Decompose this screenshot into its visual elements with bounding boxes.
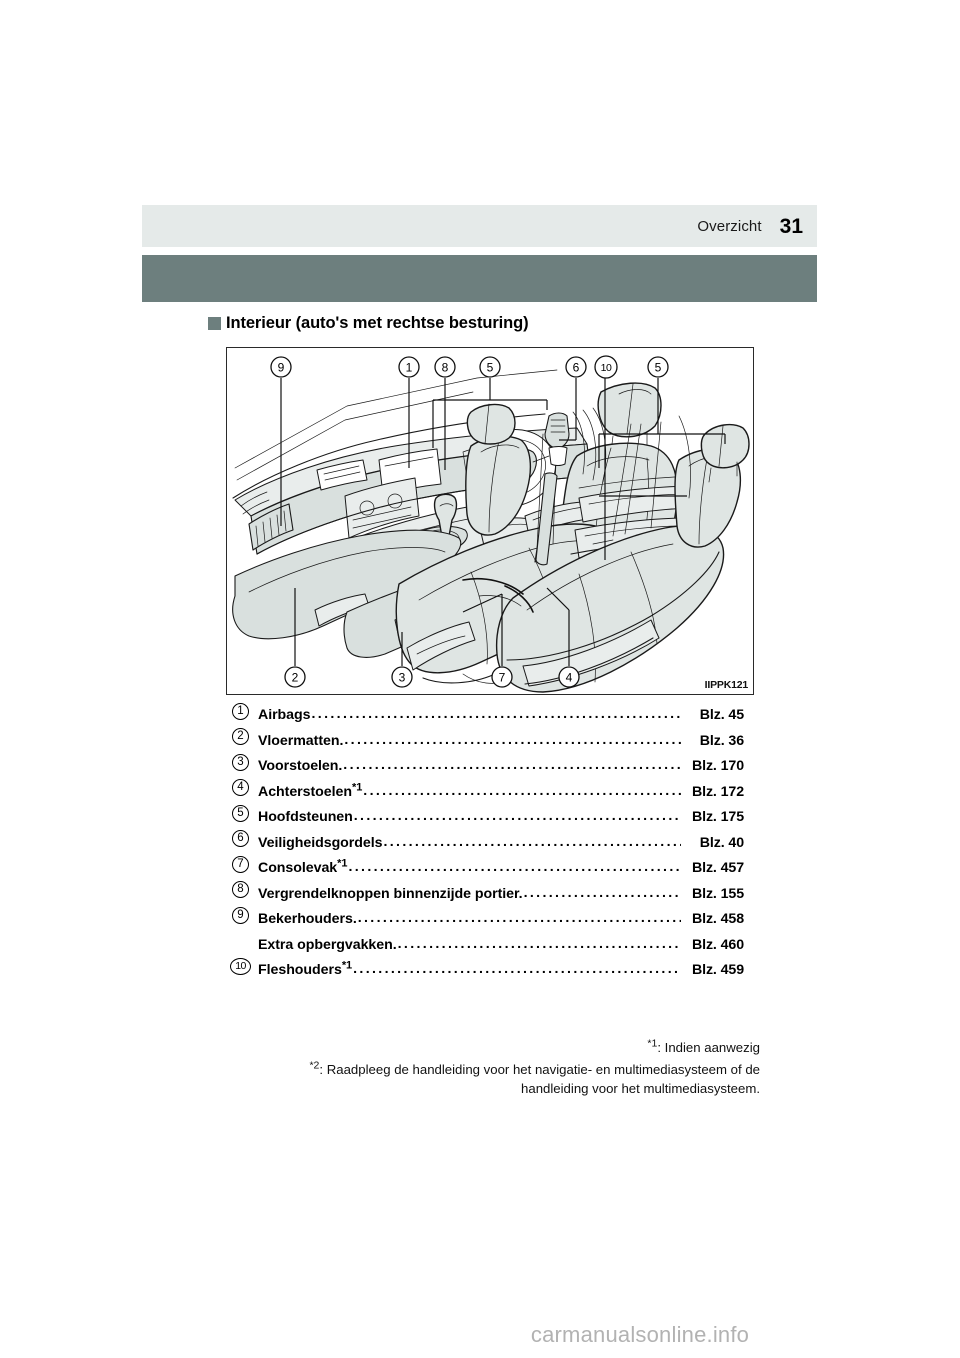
illustration-code: IIPPK121 bbox=[704, 679, 749, 691]
interior-illustration: .ln { fill:none; stroke:#1a1a1a; stroke-… bbox=[226, 347, 754, 695]
svg-text:8: 8 bbox=[442, 361, 449, 375]
list-item: 3 Voorstoelen. .........................… bbox=[232, 753, 744, 780]
page-number: 31 bbox=[779, 214, 803, 238]
section-title-text: Interieur (auto's met rechtse besturing) bbox=[226, 314, 529, 332]
svg-text:3: 3 bbox=[399, 671, 406, 685]
list-item-label: Bekerhouders. bbox=[258, 911, 357, 927]
list-item-label: Achterstoelen*1 bbox=[258, 780, 363, 800]
page-header-band: Overzicht 31 bbox=[142, 205, 817, 247]
svg-text:7: 7 bbox=[499, 671, 506, 685]
list-item-label: Fleshouders*1 bbox=[258, 959, 353, 978]
list-item-page: Blz. 40 bbox=[699, 834, 744, 851]
list-item: 9 Bekerhouders. ........................… bbox=[232, 906, 744, 933]
footnote-1: *1: Indien aanwezig bbox=[190, 1038, 760, 1057]
list-item-page: Blz. 170 bbox=[691, 758, 744, 774]
dot-leader: ........................................… bbox=[357, 910, 681, 926]
list-item-page: Blz. 460 bbox=[691, 936, 744, 953]
list-item: 1 Airbags ..............................… bbox=[232, 702, 744, 729]
list-item: 4 Achterstoelen*1 ......................… bbox=[232, 779, 744, 806]
list-item-label: Veiligheidsgordels bbox=[258, 834, 383, 851]
list-item-number: 8 bbox=[232, 881, 258, 898]
list-item-page: Blz. 36 bbox=[699, 732, 744, 749]
svg-text:10: 10 bbox=[601, 362, 612, 374]
chapter-title: Overzicht bbox=[697, 217, 762, 235]
list-item: 7 Consolevak*1 .........................… bbox=[232, 855, 744, 882]
footnote-2-line1: : Raadpleeg de handleiding voor het navi… bbox=[319, 1062, 760, 1077]
list-item-page: Blz. 457 bbox=[691, 860, 744, 876]
header-color-bar bbox=[142, 255, 817, 302]
footnote-ref: *1 bbox=[337, 857, 348, 870]
list-item-number: 1 bbox=[232, 702, 258, 720]
list-item-label: Vergrendelknoppen binnenzijde portier. bbox=[258, 885, 523, 902]
interior-line-drawing: .ln { fill:none; stroke:#1a1a1a; stroke-… bbox=[232, 355, 750, 693]
dot-leader: ........................................… bbox=[363, 782, 681, 799]
footnote-ref: *1 bbox=[351, 780, 363, 793]
dot-leader: ........................................… bbox=[523, 884, 681, 901]
svg-text:5: 5 bbox=[655, 361, 662, 375]
footnote-2-line2: handleiding voor het multimediasysteem. bbox=[521, 1081, 760, 1096]
list-item-number: 2 bbox=[232, 728, 258, 745]
list-item: 6 Veiligheidsgordels ...................… bbox=[232, 830, 744, 857]
footnote-ref: *1 bbox=[341, 959, 353, 972]
list-item-page: Blz. 45 bbox=[699, 707, 744, 723]
list-item-page: Blz. 155 bbox=[691, 885, 744, 902]
watermark-text: carmanualsonline.info bbox=[530, 1322, 750, 1347]
list-item-page: Blz. 172 bbox=[691, 783, 744, 800]
list-item: 2 Vloermatten. .........................… bbox=[232, 728, 744, 755]
dot-leader: ........................................… bbox=[353, 961, 681, 977]
list-item-number: 5 bbox=[232, 804, 258, 822]
svg-text:4: 4 bbox=[566, 671, 573, 685]
dot-leader: ........................................… bbox=[353, 808, 681, 824]
list-item-label: Extra opbergvakken. bbox=[258, 936, 397, 953]
list-item: Extra opbergvakken. ....................… bbox=[232, 933, 744, 959]
footnote-2-mark: *2 bbox=[309, 1059, 320, 1072]
list-item-number bbox=[232, 933, 258, 949]
list-item: 5 Hoofdsteunen .........................… bbox=[232, 804, 744, 831]
callout-markers: 9 1 8 5 6 10 5 2 3 7 4 bbox=[270, 355, 669, 688]
footnote-1-mark: *1 bbox=[647, 1037, 658, 1050]
dot-leader: ........................................… bbox=[383, 833, 681, 850]
footnotes-block: *1: Indien aanwezig *2: Raadpleeg de han… bbox=[190, 1038, 760, 1098]
dot-leader: ........................................… bbox=[311, 706, 681, 722]
list-item-number: 3 bbox=[232, 753, 258, 771]
list-item-label: Hoofdsteunen bbox=[258, 809, 353, 825]
svg-text:1: 1 bbox=[406, 361, 413, 375]
list-item: 10 Fleshouders*1 .......................… bbox=[230, 957, 744, 984]
section-heading: Interieur (auto's met rechtse besturing) bbox=[208, 314, 529, 333]
site-watermark: carmanualsonline.info bbox=[0, 1322, 960, 1348]
list-item-label: Vloermatten. bbox=[258, 732, 344, 749]
list-item-number: 6 bbox=[232, 830, 258, 847]
dot-leader: ........................................… bbox=[344, 731, 681, 748]
list-item-number: 9 bbox=[232, 906, 258, 924]
footnote-2-continued: handleiding voor het multimediasysteem. bbox=[190, 1079, 760, 1098]
list-item-number: 4 bbox=[232, 779, 258, 796]
list-item-label: Airbags bbox=[258, 707, 311, 723]
list-item: 8 Vergrendelknoppen binnenzijde portier.… bbox=[232, 881, 744, 908]
list-item-label: Voorstoelen. bbox=[258, 758, 343, 774]
list-item-page: Blz. 458 bbox=[691, 911, 744, 927]
svg-text:2: 2 bbox=[292, 671, 299, 685]
dot-leader: ........................................… bbox=[348, 859, 681, 875]
svg-text:6: 6 bbox=[573, 361, 580, 375]
list-item-number: 7 bbox=[232, 855, 258, 873]
list-item-page: Blz. 175 bbox=[691, 809, 744, 825]
square-bullet-icon bbox=[208, 317, 221, 330]
footnote-1-text: : Indien aanwezig bbox=[657, 1040, 760, 1055]
footnote-2: *2: Raadpleeg de handleiding voor het na… bbox=[190, 1060, 760, 1079]
list-item-label: Consolevak*1 bbox=[258, 857, 348, 876]
dot-leader: ........................................… bbox=[343, 757, 681, 773]
list-item-page: Blz. 459 bbox=[691, 962, 744, 978]
interior-index-list: 1 Airbags ..............................… bbox=[230, 702, 744, 984]
svg-text:5: 5 bbox=[487, 361, 494, 375]
dot-leader: ........................................… bbox=[397, 935, 681, 952]
list-item-number: 10 bbox=[230, 957, 258, 975]
svg-text:9: 9 bbox=[278, 361, 285, 375]
